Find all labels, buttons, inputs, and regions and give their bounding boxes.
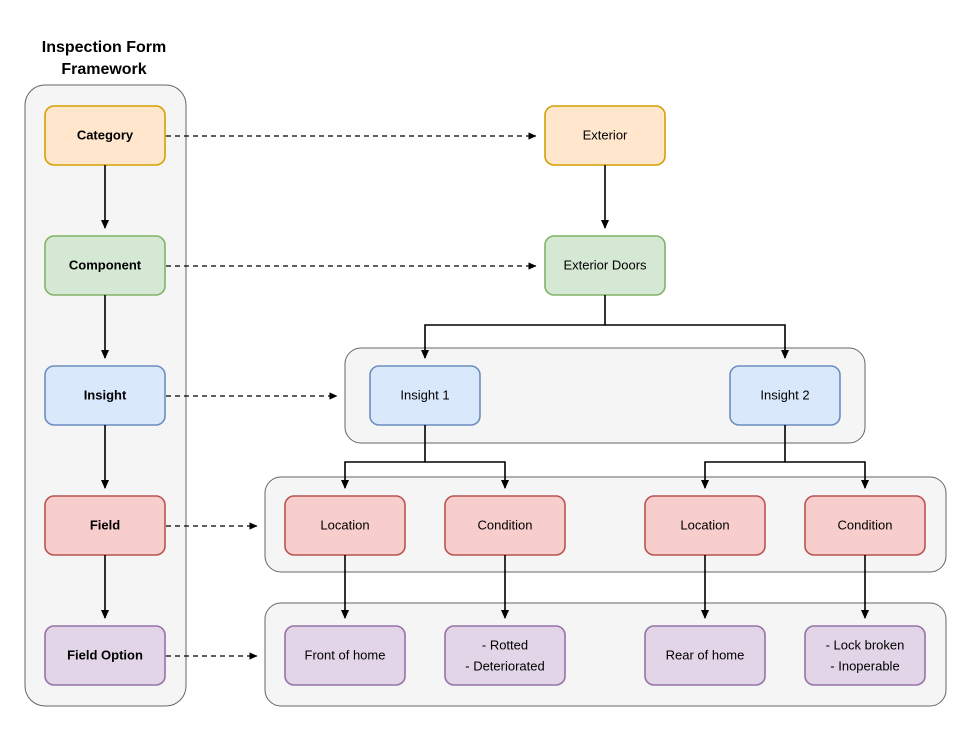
legend-node-field-option[interactable] xyxy=(44,625,166,686)
legend-label-field: Field xyxy=(90,517,120,532)
edge-doors-to-insight-2 xyxy=(605,324,789,359)
label-option-rotted: - Rotted xyxy=(482,637,528,652)
legend-label-field-option: Field Option xyxy=(67,647,143,662)
edge-doors-to-insight-1 xyxy=(421,295,606,359)
legend-label-category: Category xyxy=(77,127,134,142)
label-option-inoperable: - Inoperable xyxy=(830,658,899,673)
label-field-location-2: Location xyxy=(680,517,729,532)
node-option-rear-of-home[interactable] xyxy=(644,625,766,686)
label-exterior-doors: Exterior Doors xyxy=(563,257,647,272)
legend-label-insight: Insight xyxy=(84,387,127,402)
edge-insight1-to-condition1 xyxy=(425,461,509,489)
page-title-line2: Framework xyxy=(61,61,146,78)
field-option-group-container xyxy=(264,602,947,707)
edge-insight1-to-location1 xyxy=(341,425,426,489)
field-group-container xyxy=(264,476,947,573)
label-exterior: Exterior xyxy=(583,127,628,142)
label-field-location-1: Location xyxy=(320,517,369,532)
label-option-rear-of-home: Rear of home xyxy=(666,647,745,662)
label-option-front-of-home: Front of home xyxy=(305,647,386,662)
label-field-condition-1: Condition xyxy=(478,517,533,532)
label-option-deteriorated: - Deteriorated xyxy=(465,658,544,673)
node-option-condition-list-1[interactable] xyxy=(444,625,566,686)
label-option-lock-broken: - Lock broken xyxy=(826,637,905,652)
edge-insight2-to-location2 xyxy=(701,425,786,489)
legend-label-component: Component xyxy=(69,257,142,272)
page-title-line1: Inspection Form xyxy=(42,39,166,56)
edge-insight2-to-condition2 xyxy=(785,461,869,489)
label-field-condition-2: Condition xyxy=(838,517,893,532)
node-option-front-of-home[interactable] xyxy=(284,625,406,686)
label-insight-2: Insight 2 xyxy=(760,387,809,402)
label-insight-1: Insight 1 xyxy=(400,387,449,402)
node-option-condition-list-2[interactable] xyxy=(804,625,926,686)
